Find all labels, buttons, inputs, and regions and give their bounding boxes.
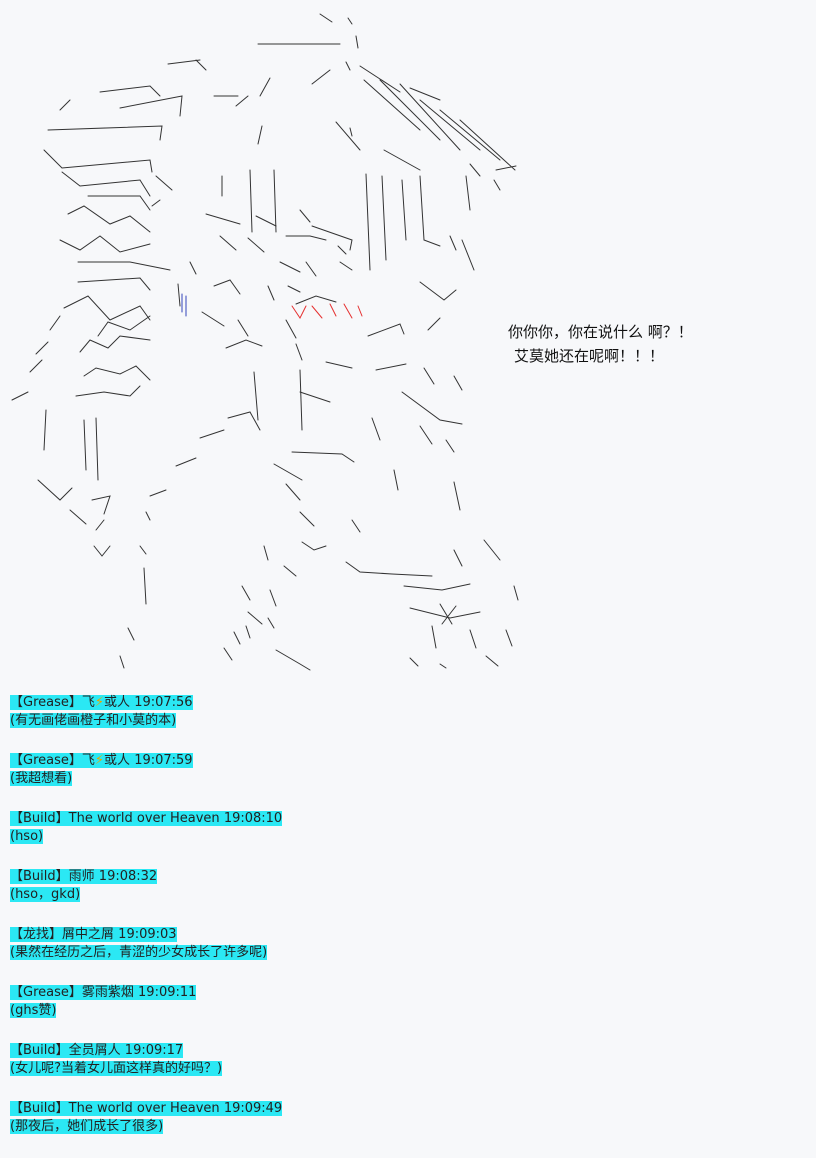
hair-top (43, 13, 517, 191)
face (201, 169, 475, 361)
chat-header: 【Grease】飞⚡或人 19:07:59 (10, 753, 193, 768)
hair-accent-blue (181, 293, 187, 317)
chat-message: (hso，gkd) (10, 887, 81, 902)
chat-entry: 【Grease】雾雨紫烟 19:09:11 (ghs赞) (10, 984, 410, 1020)
chat-message: (ghs赞) (10, 1003, 57, 1018)
chat-entry: 【龙找】屑中之屑 19:09:03 (果然在经历之后，青涩的少女成长了许多呢) (10, 926, 410, 962)
chat-entry: 【Build】雨师 19:08:32 (hso，gkd) (10, 868, 410, 904)
chat-log: 【Grease】飞⚡或人 19:07:56 (有无画佬画橙子和小莫的本) 【Gr… (10, 694, 410, 1158)
speech-bubble-text: 你你你，你在说什么 啊？！ 艾莫她还在呢啊！！！ (508, 320, 693, 368)
chat-header: 【Build】全员屑人 19:09:17 (10, 1043, 184, 1058)
chat-header: 【Build】雨师 19:08:32 (10, 869, 158, 884)
chat-entry: 【Grease】飞⚡或人 19:07:59 (我超想看) (10, 752, 410, 788)
chat-entry: 【Build】全员屑人 19:09:17 (女儿呢?当着女儿面这样真的好吗？) (10, 1042, 410, 1078)
blush-red (291, 303, 363, 319)
chat-entry: 【Grease】飞⚡或人 19:07:56 (有无画佬画橙子和小莫的本) (10, 694, 410, 730)
chat-message: (我超想看) (10, 771, 73, 786)
speech-line-2: 艾莫她还在呢啊！！！ (514, 347, 665, 365)
chat-header: 【Build】The world over Heaven 19:08:10 (10, 811, 283, 826)
chat-message: (那夜后，她们成长了很多) (10, 1119, 164, 1134)
hair-left (11, 171, 197, 557)
body (119, 361, 519, 671)
lightning-icon: ⚡ (94, 753, 105, 768)
chat-entry: 【Build】The world over Heaven 19:09:49 (那… (10, 1100, 410, 1136)
chat-entry: 【Build】The world over Heaven 19:08:10 (h… (10, 810, 410, 846)
chat-message: (有无画佬画橙子和小莫的本) (10, 713, 177, 728)
chat-message: (hso) (10, 829, 44, 844)
chat-header: 【Grease】飞⚡或人 19:07:56 (10, 695, 193, 710)
ascii-art-illustration (11, 13, 519, 671)
chat-message: (女儿呢?当着女儿面这样真的好吗？) (10, 1061, 223, 1076)
speech-line-1: 你你你，你在说什么 啊？！ (508, 323, 693, 341)
chat-message: (果然在经历之后，青涩的少女成长了许多呢) (10, 945, 268, 960)
chat-header: 【Build】The world over Heaven 19:09:49 (10, 1101, 283, 1116)
chat-header: 【龙找】屑中之屑 19:09:03 (10, 927, 177, 942)
lightning-icon: ⚡ (94, 695, 105, 710)
chat-header: 【Grease】雾雨紫烟 19:09:11 (10, 985, 197, 1000)
